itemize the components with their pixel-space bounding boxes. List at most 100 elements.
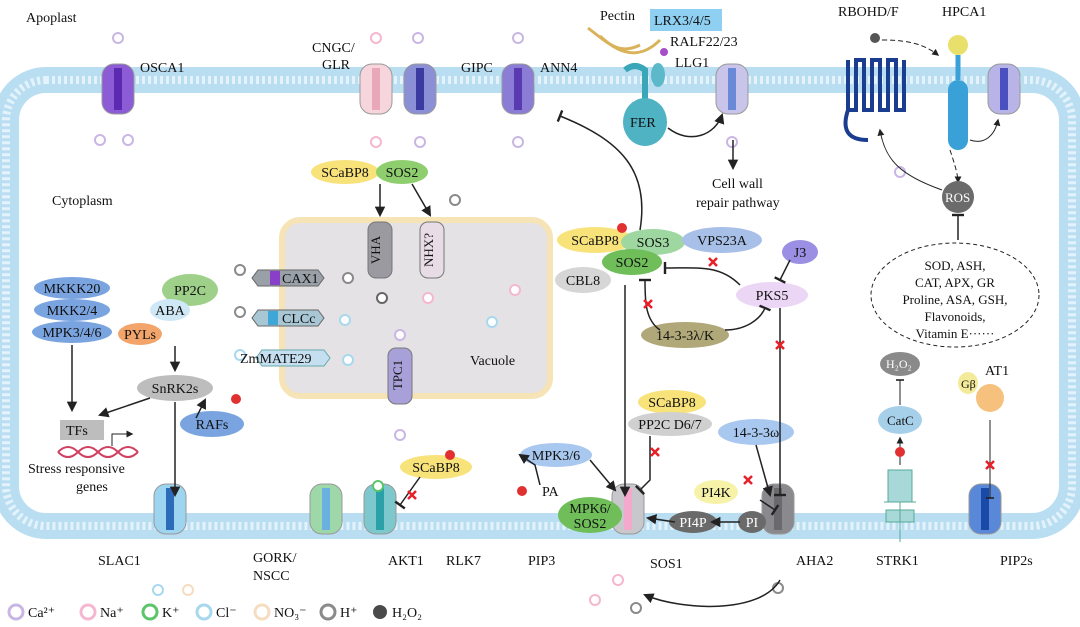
osca1-channel [101, 63, 135, 115]
blocked-mark-icon [407, 490, 417, 500]
pathway-edge [643, 579, 781, 608]
gipc-label: GIPC [461, 61, 493, 76]
pa-label: PA [542, 485, 560, 500]
pks5: PKS5 [736, 282, 808, 308]
pi-label: PI [746, 516, 759, 531]
tfs-box [60, 420, 104, 440]
legend-item: H⁺ [319, 603, 358, 621]
gbeta [958, 372, 978, 394]
scavenger-line: Vitamin E······ [916, 326, 995, 341]
legend-swatch [373, 605, 387, 619]
mkk24-label: MKK2/4 [47, 304, 98, 319]
gork-label: GORK/ [253, 551, 297, 566]
ion-particle [449, 194, 461, 206]
pathway-edge [724, 304, 771, 331]
ion-particle [122, 134, 134, 146]
svg-text:CLCc: CLCc [282, 312, 315, 327]
legend-item: Cl⁻ [195, 603, 237, 621]
sos2-mid-label: SOS2 [616, 256, 649, 271]
p1433w: 14-3-3ω [718, 419, 794, 445]
legend-swatch [7, 603, 25, 621]
pathway-edge [195, 398, 206, 419]
ion-particle [414, 136, 426, 148]
llg1-label: LLG1 [675, 56, 709, 71]
phosphorylation-mark [231, 394, 241, 404]
pip3-label: PIP3 [528, 554, 555, 569]
ros-label: ROS [945, 190, 970, 205]
legend-swatch [79, 603, 97, 621]
cngc-label: CNGC/ [312, 41, 355, 56]
scabp8-top-label: SCaBP8 [321, 166, 368, 181]
legend-item: K⁺ [141, 603, 180, 621]
legend-item: NO₃⁻ [253, 603, 307, 621]
legend-label: Na⁺ [100, 606, 124, 621]
vacuole [279, 217, 553, 399]
fer-associated-channel [715, 63, 749, 115]
sos3: SOS3 [621, 229, 685, 255]
pi4p-label: PI4P [679, 516, 706, 531]
pp2c-label: PP2C [174, 284, 206, 299]
hpca1-channel [987, 63, 1021, 115]
tfs-label: TFs [66, 424, 88, 439]
rafs-label: RAFs [196, 418, 229, 433]
h2o2-molecule [870, 33, 880, 43]
legend-label: Ca²⁺ [28, 606, 55, 621]
sos1-label: SOS1 [650, 557, 683, 572]
j3-label: J3 [794, 246, 806, 261]
at1-cluster [976, 384, 1004, 412]
aba-label: ABA [155, 304, 185, 319]
pathway-edge [638, 278, 661, 331]
ion-particle [94, 134, 106, 146]
fer-arrow [667, 113, 725, 138]
svg-text:ZmMATE29: ZmMATE29 [240, 352, 312, 367]
mpk6-sos2-label-2: SOS2 [574, 517, 607, 532]
pip2s-label: PIP2s [1000, 554, 1033, 569]
hpca1-ros-dashed [949, 149, 962, 184]
catc-label: CatC [887, 413, 914, 428]
legend-label: H₂O₂ [392, 606, 422, 621]
phosphorylation-mark [517, 486, 527, 496]
ion-particle [339, 314, 351, 326]
aha2-label: AHA2 [796, 554, 833, 569]
strk1-stem [884, 501, 916, 542]
pathway-edge [556, 109, 643, 231]
scavenger-line: Flavonoids, [924, 309, 985, 324]
at1-label: AT1 [985, 364, 1009, 379]
ros-node [942, 181, 974, 213]
legend-item: Ca²⁺ [7, 603, 55, 621]
vacuole-label: Vacuole [470, 354, 515, 369]
ion-particle [612, 574, 624, 586]
mkk24: MKK2/4 [34, 299, 110, 321]
mpk36-label: MPK3/6 [532, 449, 580, 464]
legend-swatch [253, 603, 271, 621]
pyls: PYLs [118, 323, 162, 345]
plasma-membrane [0, 67, 1080, 539]
ion-particle [486, 316, 498, 328]
pi: PI [738, 511, 766, 533]
hpca1-head [948, 35, 968, 55]
scavenger-line: CAT, APX, GR [915, 275, 995, 290]
pyls-label: PYLs [124, 328, 156, 343]
pathway-edge [411, 183, 432, 217]
ion-particle [112, 32, 124, 44]
ion-particle [234, 306, 246, 318]
scavenger-line: Proline, ASA, GSH, [902, 292, 1007, 307]
blocked-mark-icon [650, 447, 660, 457]
pectin-label: Pectin [600, 9, 635, 24]
rbohd-label: RBOHD/F [838, 5, 899, 20]
vha-channel [367, 221, 393, 279]
cbl8: CBL8 [555, 267, 611, 293]
p1433lk-label: 14-3-3λ/K [656, 329, 714, 344]
fer [623, 98, 667, 146]
scabp8-low-label: SCaBP8 [648, 396, 695, 411]
pp2cd67: PP2C D6/7 [628, 412, 712, 436]
ion-particle [412, 32, 424, 44]
clcc-transporter: CLCc [251, 309, 325, 327]
zmmate29-transporter: ZmMATE29 [240, 349, 331, 367]
legend-swatch [141, 603, 159, 621]
ion-particle [376, 292, 388, 304]
hpca1-label: HPCA1 [942, 5, 986, 20]
blocked-mark-icon [743, 475, 753, 485]
